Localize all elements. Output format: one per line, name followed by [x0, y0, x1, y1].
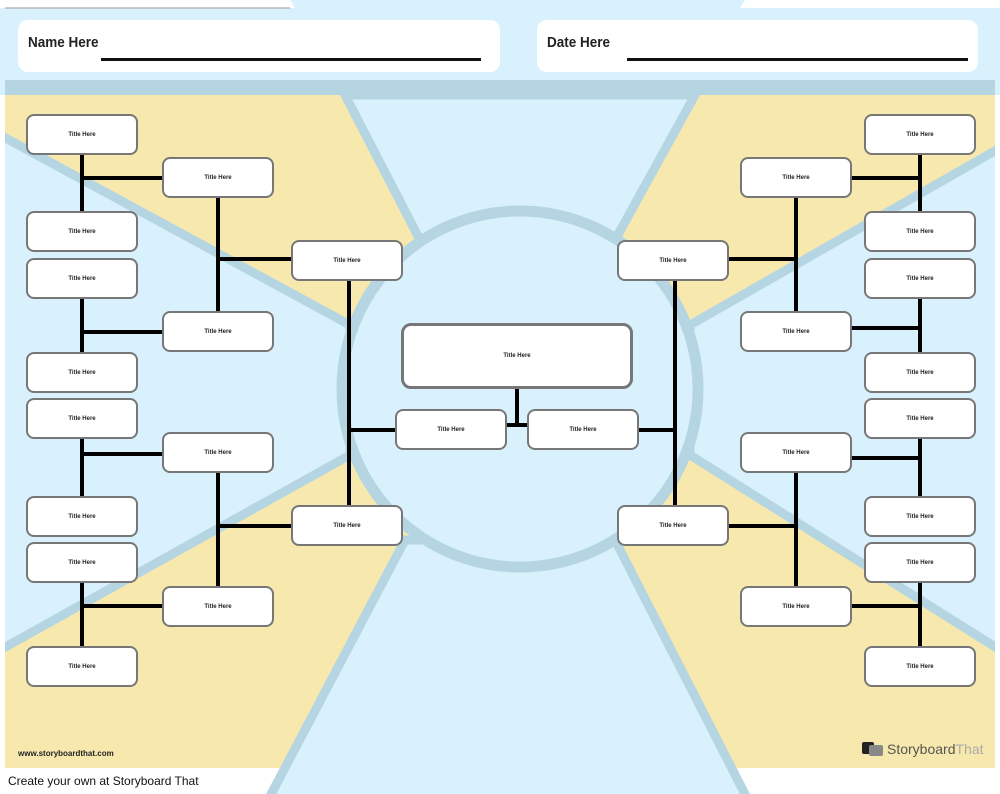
right-round1-box[interactable]: Title Here — [864, 398, 976, 439]
bracket-connectors — [80, 154, 922, 646]
left-round1-box[interactable]: Title Here — [26, 496, 138, 537]
left-round3-box[interactable]: Title Here — [291, 240, 403, 281]
right-round1-box[interactable]: Title Here — [864, 352, 976, 393]
name-label: Name Here — [28, 34, 99, 51]
semifinal-box-right[interactable]: Title Here — [527, 409, 639, 450]
date-label: Date Here — [547, 34, 611, 51]
right-round1-box[interactable]: Title Here — [864, 542, 976, 583]
name-underline — [101, 58, 481, 61]
left-round2-box[interactable]: Title Here — [162, 311, 274, 352]
semifinal-box-left[interactable]: Title Here — [395, 409, 507, 450]
right-round3-box[interactable]: Title Here — [617, 505, 729, 546]
right-round2-box[interactable]: Title Here — [740, 311, 852, 352]
create-your-own-link[interactable]: Create your own at Storyboard That — [8, 774, 199, 788]
website-url: www.storyboardthat.com — [18, 749, 114, 758]
right-round1-box[interactable]: Title Here — [864, 114, 976, 155]
left-round1-box[interactable]: Title Here — [26, 542, 138, 583]
name-field[interactable]: Name Here — [18, 20, 500, 72]
left-round1-box[interactable]: Title Here — [26, 258, 138, 299]
final-box[interactable]: Title Here — [401, 323, 633, 389]
left-round3-box[interactable]: Title Here — [291, 505, 403, 546]
right-round2-box[interactable]: Title Here — [740, 586, 852, 627]
right-round2-box[interactable]: Title Here — [740, 432, 852, 473]
left-round2-box[interactable]: Title Here — [162, 586, 274, 627]
right-round3-box[interactable]: Title Here — [617, 240, 729, 281]
storyboardthat-logo: StoryboardThat — [862, 741, 984, 757]
right-round1-box[interactable]: Title Here — [864, 496, 976, 537]
speech-bubble-icon — [862, 742, 883, 756]
right-round1-box[interactable]: Title Here — [864, 211, 976, 252]
left-round1-box[interactable]: Title Here — [26, 398, 138, 439]
left-round1-box[interactable]: Title Here — [26, 114, 138, 155]
left-round2-box[interactable]: Title Here — [162, 157, 274, 198]
left-round1-box[interactable]: Title Here — [26, 646, 138, 687]
date-field[interactable]: Date Here — [537, 20, 978, 72]
left-round1-box[interactable]: Title Here — [26, 352, 138, 393]
right-round2-box[interactable]: Title Here — [740, 157, 852, 198]
right-round1-box[interactable]: Title Here — [864, 646, 976, 687]
left-round1-box[interactable]: Title Here — [26, 211, 138, 252]
right-round1-box[interactable]: Title Here — [864, 258, 976, 299]
date-underline — [627, 58, 968, 61]
left-round2-box[interactable]: Title Here — [162, 432, 274, 473]
